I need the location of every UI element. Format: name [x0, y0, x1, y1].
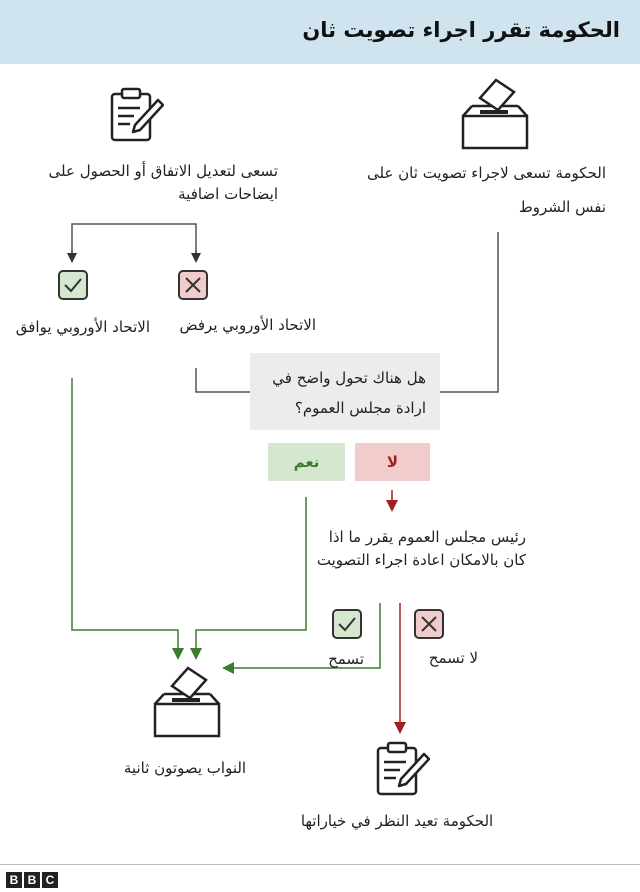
question-text: هل هناك تحول واضح في ارادة مجلس العموم؟ — [272, 369, 426, 417]
footer-divider — [0, 864, 640, 865]
cross-icon — [185, 277, 201, 293]
connector-eu-rejects-to-question — [195, 368, 250, 393]
ballot-box-icon — [153, 666, 221, 738]
yes-label: نعم — [268, 443, 345, 481]
connector-gov-to-question — [440, 232, 499, 393]
allows-check-badge — [332, 609, 362, 639]
ballot-box-icon — [461, 78, 529, 150]
gov-second-vote-text: الحكومة تسعى لاجراء تصويت ثان على نفس ال… — [366, 164, 606, 216]
mps-vote-again-text: النواب يصوتون ثانية — [123, 759, 247, 777]
clipboard-pen-icon — [376, 741, 430, 796]
clipboard-pen-icon — [110, 87, 164, 142]
branch-connector — [71, 223, 197, 250]
page-title: الحكومة تقرر اجراء تصويت ثان — [302, 18, 620, 42]
check-icon — [64, 278, 82, 293]
eu-rejects-cross-badge — [178, 270, 208, 300]
header-bar: الحكومة تقرر اجراء تصويت ثان — [0, 0, 640, 64]
not-allows-cross-badge — [414, 609, 444, 639]
eu-agrees-check-badge — [58, 270, 88, 300]
eu-rejects-text: الاتحاد الأوروبي يرفض — [179, 316, 317, 334]
green-arrow-allows — [222, 603, 381, 674]
amend-deal-text: تسعى لتعديل الاتفاق أو الحصول على ايضاحا… — [48, 162, 278, 203]
cross-icon — [421, 616, 437, 632]
allows-text: تسمح — [328, 650, 364, 668]
eu-agrees-text: الاتحاد الأوروبي يوافق — [15, 318, 150, 336]
speaker-decides-text: رئيس مجلس العموم يقرر ما اذا كان بالامكا… — [316, 528, 526, 569]
question-box: هل هناك تحول واضح في ارادة مجلس العموم؟ — [250, 353, 440, 430]
green-arrow-yes — [190, 497, 307, 660]
gov-reconsiders-text: الحكومة تعيد النظر في خياراتها — [300, 812, 494, 830]
green-arrow-eu-agrees — [71, 378, 184, 660]
not-allows-text: لا تسمح — [428, 649, 478, 667]
check-icon — [338, 617, 356, 632]
no-label: لا — [355, 443, 430, 481]
